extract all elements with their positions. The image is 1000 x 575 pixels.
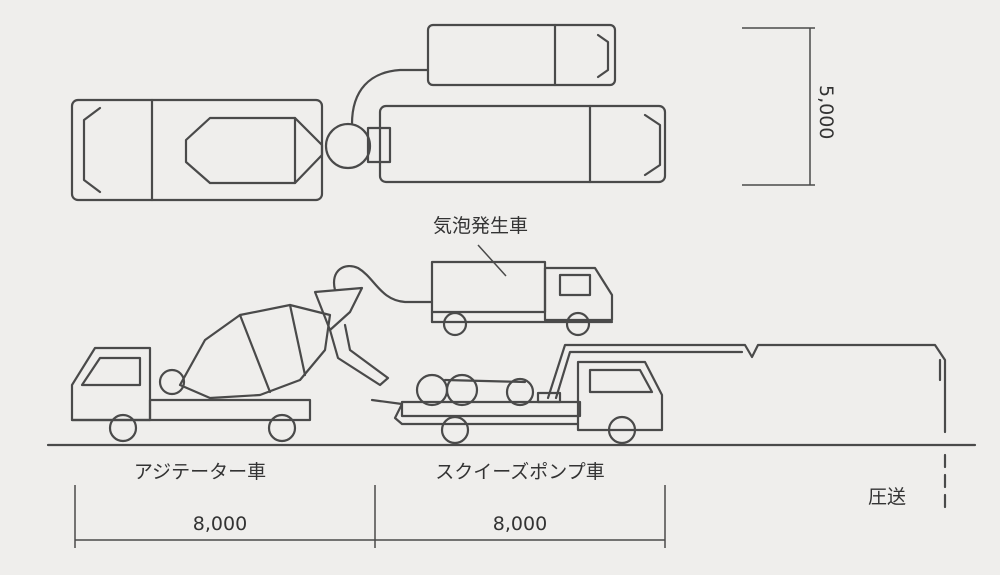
agitator-length-label: 8,000 <box>193 513 247 535</box>
pump-length-label: 8,000 <box>493 513 547 535</box>
agitator-truck-side-view <box>70 286 390 443</box>
foam-truck-label: 気泡発生車 <box>433 215 528 237</box>
hose-top-view <box>350 68 430 126</box>
foam-truck-side-view <box>430 260 614 337</box>
pump-truck-side-view <box>370 343 947 445</box>
dimension-lengths: 8,000 8,000 <box>74 485 666 548</box>
dimension-width-label: 5,000 <box>815 85 837 139</box>
hose-side-view <box>332 264 434 304</box>
agitator-truck-top-view <box>70 98 372 202</box>
pump-truck-top-view <box>366 104 667 184</box>
pump-truck-label: スクイーズポンプ車 <box>435 461 604 483</box>
agitator-truck-label: アジテーター車 <box>134 461 266 483</box>
foam-truck-top-view <box>426 23 617 87</box>
leader-line <box>477 244 507 277</box>
dimension-width: 5,000 <box>742 27 837 186</box>
pumping-label: 圧送 <box>868 486 906 508</box>
